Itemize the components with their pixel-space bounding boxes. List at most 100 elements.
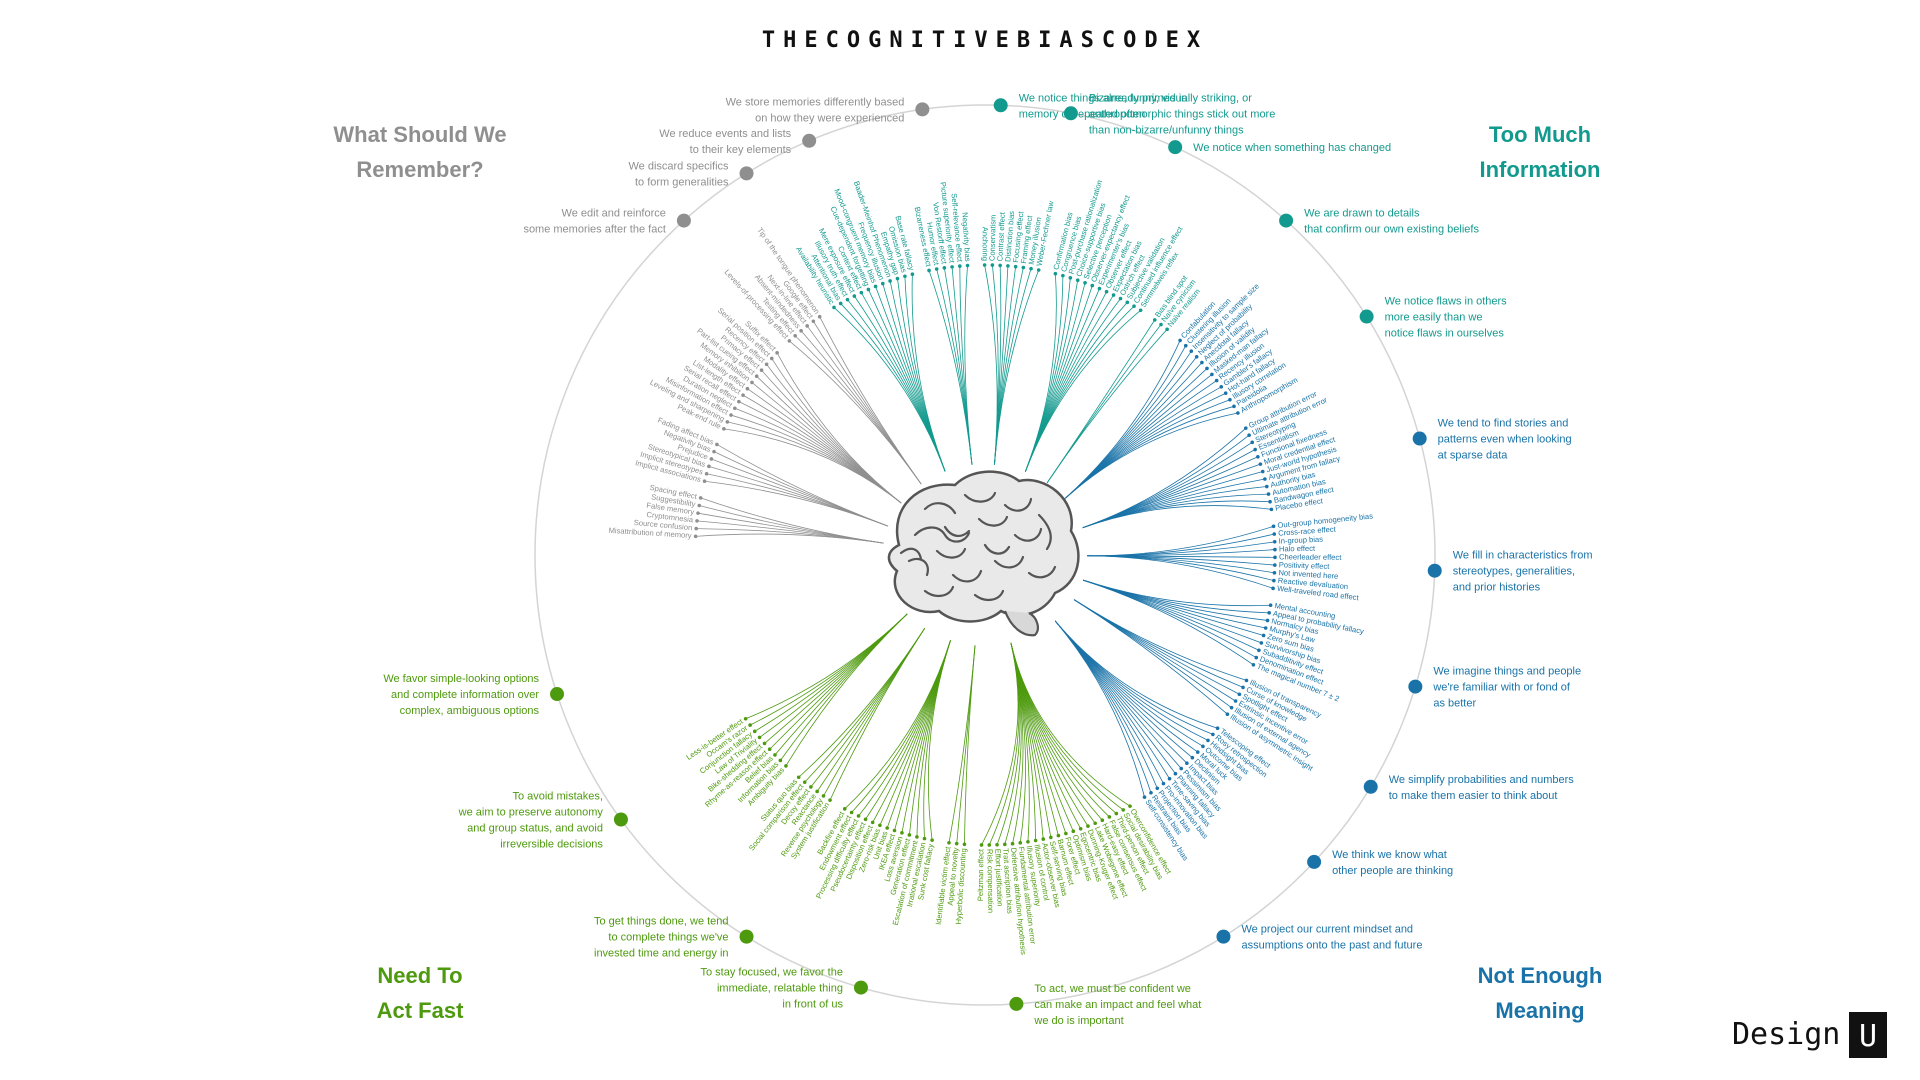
bias-endpoint xyxy=(1258,462,1263,466)
bias-endpoint xyxy=(1194,354,1199,359)
group-label-line: To get things done, we tend xyxy=(594,916,729,928)
bias-endpoint xyxy=(962,842,967,847)
quadrant-title-line: Meaning xyxy=(1495,998,1584,1023)
bias-branch-line xyxy=(1010,642,1089,827)
bias-branch-line xyxy=(964,265,973,466)
bias-branch-line xyxy=(1046,329,1168,484)
bias-endpoint xyxy=(1190,755,1195,760)
group-label-line: at sparse data xyxy=(1438,450,1509,462)
bias-branch-line xyxy=(1083,579,1264,636)
branch-layer xyxy=(693,263,1277,847)
bias-endpoint xyxy=(1179,766,1184,771)
outer-ring xyxy=(534,104,1436,1006)
bias-endpoint xyxy=(942,266,947,270)
bias-endpoint xyxy=(1271,524,1276,529)
bias-branch-line xyxy=(706,473,889,527)
bias-branch-line xyxy=(1087,555,1274,589)
bias-endpoint xyxy=(696,511,700,515)
bias-endpoint xyxy=(1243,426,1248,430)
bias-branch-line xyxy=(776,352,902,504)
bias-endpoint xyxy=(1267,611,1271,615)
bias-endpoint xyxy=(715,442,719,447)
group-label-line: to their key elements xyxy=(690,144,792,156)
bias-branch-line xyxy=(723,428,902,504)
bias-endpoint xyxy=(752,729,757,734)
bias-branch-line xyxy=(988,642,1020,846)
group-label-line: than non-bizarre/unfunny things xyxy=(1089,124,1244,136)
bias-branch-line xyxy=(1054,620,1204,747)
bias-branch-line xyxy=(745,613,908,720)
group-dot-g10 xyxy=(1412,431,1427,446)
bias-endpoint xyxy=(759,368,764,372)
bias-endpoint xyxy=(767,747,772,752)
bias-branch-line xyxy=(936,268,973,466)
bias-endpoint xyxy=(849,810,854,815)
group-dot-g8 xyxy=(1279,213,1294,228)
bias-branch-line xyxy=(1082,505,1272,529)
bias-endpoint xyxy=(1100,818,1105,823)
group-dot-g15 xyxy=(1216,929,1231,944)
bias-endpoint xyxy=(1210,372,1214,377)
bias-endpoint xyxy=(828,798,832,802)
group-label-line: We store memories differently based xyxy=(726,96,905,108)
bias-endpoint xyxy=(1018,841,1023,845)
bias-branch-line xyxy=(1064,356,1197,499)
group-label-line: stereotypes, generalities, xyxy=(1453,566,1575,578)
bias-branch-line xyxy=(1064,380,1217,499)
bias-endpoint xyxy=(1200,360,1204,365)
group-dot-g2 xyxy=(739,166,754,181)
group-label-line: that confirm our own existing beliefs xyxy=(1304,224,1479,236)
bias-endpoint xyxy=(693,534,698,539)
bias-label: Distinction bias xyxy=(1003,210,1016,262)
bias-endpoint xyxy=(1225,712,1230,717)
group-label-line: to form generalities xyxy=(635,176,729,188)
bias-endpoint xyxy=(1107,815,1112,819)
group-dot-layer xyxy=(550,98,1442,1011)
bias-label: Anchoring xyxy=(981,227,990,261)
bias-endpoint xyxy=(1244,678,1249,683)
group-label-line: notice flaws in ourselves xyxy=(1385,328,1505,340)
bias-endpoint xyxy=(930,838,934,842)
bias-endpoint xyxy=(1183,343,1188,348)
bias-endpoint xyxy=(950,265,954,269)
bias-endpoint xyxy=(863,817,868,822)
bias-branch-line xyxy=(1083,579,1270,614)
group-label-line: We notice flaws in others xyxy=(1385,296,1508,308)
quadrant-title-line: Too Much xyxy=(1489,122,1591,147)
bias-endpoint xyxy=(1078,826,1083,831)
bias-branch-line xyxy=(844,640,951,810)
bias-endpoint xyxy=(900,831,904,835)
bias-endpoint xyxy=(796,775,801,780)
bias-endpoint xyxy=(1010,841,1015,846)
quadrant-title-remember: What Should We Remember? xyxy=(333,122,506,182)
bias-endpoint xyxy=(1029,266,1033,271)
bias-endpoint xyxy=(762,741,767,746)
bias-branch-line xyxy=(911,274,946,472)
group-dot-g13 xyxy=(1363,779,1378,794)
bias-endpoint xyxy=(1232,404,1236,409)
bias-endpoint xyxy=(1223,391,1228,396)
bias-branch-line xyxy=(1064,412,1238,499)
bias-branch-line xyxy=(798,628,926,778)
bias-endpoint xyxy=(750,380,754,385)
bias-endpoint xyxy=(987,843,992,847)
bias-endpoint xyxy=(1125,300,1130,305)
group-label-line: more easily than we xyxy=(1385,312,1483,324)
bias-endpoint xyxy=(745,386,750,391)
bias-endpoint xyxy=(1071,829,1076,834)
bias-branch-line xyxy=(1054,620,1193,759)
bias-branch-line xyxy=(800,330,922,485)
bias-endpoint xyxy=(1003,842,1007,847)
bias-endpoint xyxy=(1090,283,1095,288)
bias-endpoint xyxy=(856,814,861,818)
group-label-line: We imagine things and people xyxy=(1433,666,1581,678)
bias-endpoint xyxy=(1118,296,1123,301)
quadrant-title-line: What Should We xyxy=(333,122,506,147)
bias-label: Trait ascription bias xyxy=(1001,848,1014,914)
bias-endpoint xyxy=(1236,411,1240,415)
bias-branch-line xyxy=(1025,273,1057,472)
bias-endpoint xyxy=(922,836,927,841)
bias-endpoint xyxy=(1260,469,1265,474)
bias-endpoint xyxy=(697,503,702,508)
bias-endpoint xyxy=(885,826,889,830)
